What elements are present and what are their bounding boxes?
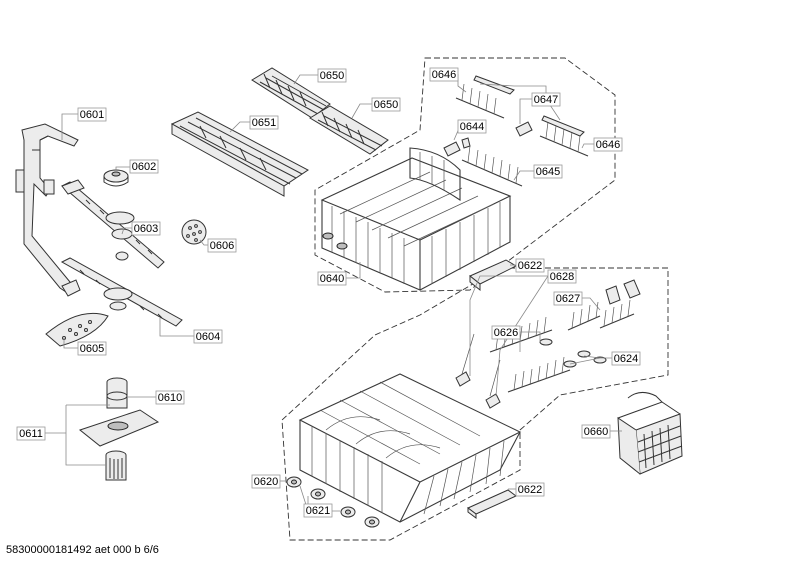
callout-0603: 0603: [131, 221, 161, 236]
callout-0605: 0605: [77, 341, 107, 356]
callout-0645: 0645: [533, 164, 563, 179]
callout-0646-right: 0646: [593, 137, 623, 152]
callout-0601: 0601: [77, 107, 107, 122]
callout-0621: 0621: [303, 503, 333, 518]
callout-0610: 0610: [155, 390, 185, 405]
cutlery-basket: [617, 392, 683, 475]
cutlery-tray-holder: [170, 111, 309, 197]
upper-tine-row: [461, 145, 523, 187]
lower-spray-arm: [60, 257, 183, 327]
label-0646-right: 0646: [596, 139, 620, 151]
filter-assembly: [78, 377, 160, 481]
label-0611: 0611: [19, 428, 43, 440]
tine-hinge-clips: [539, 338, 607, 368]
cutlery-tray-left: [251, 67, 331, 119]
callout-0646-top: 0646: [429, 67, 459, 82]
label-0660: 0660: [584, 426, 608, 438]
callout-0640: 0640: [317, 271, 347, 286]
leader-lines: [45, 74, 622, 512]
round-filter: [181, 219, 207, 245]
callout-0627: 0627: [553, 291, 583, 306]
label-0644: 0644: [460, 121, 484, 133]
callout-0624: 0624: [611, 351, 641, 366]
label-0601: 0601: [80, 109, 104, 121]
callout-0622-upper: 0622: [515, 258, 545, 273]
label-0621: 0621: [306, 505, 330, 517]
upper-basket-group-outline: [314, 57, 616, 293]
label-0626: 0626: [494, 327, 518, 339]
label-0627: 0627: [556, 293, 580, 305]
lower-fold-tine-back: [507, 356, 571, 393]
callout-0626: 0626: [491, 325, 521, 340]
callout-0606: 0606: [207, 238, 237, 253]
label-0620: 0620: [254, 476, 278, 488]
callout-0650-right: 0650: [371, 97, 401, 112]
basket-handle-lower: [467, 489, 517, 519]
label-0646-top: 0646: [432, 69, 456, 81]
callout-0647: 0647: [531, 92, 561, 107]
callout-0620: 0620: [251, 474, 281, 489]
upper-fold-tine-right: [539, 115, 589, 157]
supply-pipe: [15, 123, 81, 297]
basket-wheels: [286, 476, 380, 528]
spray-arm-nut: [103, 169, 129, 187]
label-0603: 0603: [134, 223, 158, 235]
tine-release-lever: [455, 333, 501, 409]
label-0622-upper: 0622: [518, 260, 542, 272]
fold-tine-clip: [515, 121, 533, 137]
small-tine-set: [567, 279, 641, 331]
label-0610: 0610: [158, 392, 182, 404]
basket-handle-upper: [469, 259, 518, 292]
callout-0651: 0651: [249, 115, 279, 130]
filter-cover: [45, 312, 109, 347]
callout-0611: 0611: [16, 426, 46, 441]
callout-0602: 0602: [129, 159, 159, 174]
lower-basket: [298, 373, 522, 523]
callout-0644: 0644: [457, 119, 487, 134]
label-0606: 0606: [210, 240, 234, 252]
label-0645: 0645: [536, 166, 560, 178]
upper-basket: [320, 147, 512, 291]
label-0604: 0604: [196, 331, 220, 343]
lower-basket-group-outline: [281, 267, 669, 541]
document-reference: 58300000181492 aet 000 b 6/6: [6, 544, 159, 556]
callout-0628: 0628: [547, 269, 577, 284]
callout-0622-lower: 0622: [515, 482, 545, 497]
label-0622-lower: 0622: [518, 484, 542, 496]
cutlery-tray-right: [309, 105, 389, 155]
label-0628: 0628: [550, 271, 574, 283]
label-0647: 0647: [534, 94, 558, 106]
callout-0660: 0660: [581, 424, 611, 439]
upper-fold-tine-left: [455, 75, 515, 119]
callout-0604: 0604: [193, 329, 223, 344]
label-0650-right: 0650: [374, 99, 398, 111]
label-0602: 0602: [132, 161, 156, 173]
label-0651: 0651: [252, 117, 276, 129]
label-0640: 0640: [320, 273, 344, 285]
upper-rack-clip: [443, 137, 471, 157]
label-0605: 0605: [80, 343, 104, 355]
callout-0650-top: 0650: [317, 68, 347, 83]
label-0650-top: 0650: [320, 70, 344, 82]
label-0624: 0624: [614, 353, 638, 365]
